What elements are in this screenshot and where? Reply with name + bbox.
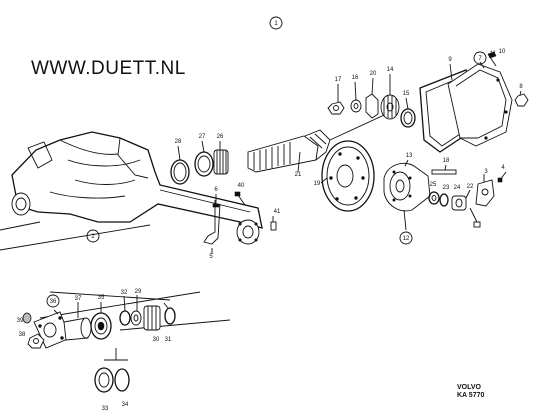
callout-34: 34 [122, 402, 129, 408]
ring-gear-19 [321, 140, 375, 212]
callout-19: 19 [314, 181, 321, 187]
callout-8: 8 [519, 84, 523, 90]
bearing-30 [143, 305, 161, 331]
bearing-26 [213, 149, 229, 175]
callout-38: 38 [19, 332, 26, 338]
callout-25: 25 [430, 182, 437, 188]
callout-14: 14 [387, 67, 394, 73]
bearing-27 [194, 151, 214, 177]
ring-15 [400, 108, 416, 128]
callout-1: 1 [269, 16, 283, 30]
callout-11: 11 [490, 51, 497, 57]
leader-lines [53, 61, 522, 318]
cap-3 [475, 179, 495, 207]
callout-labels: 3 4 5 6 8 9 10 11 13 14 15 16 17 18 19 2… [17, 49, 524, 412]
bearing-33-34 [94, 348, 130, 393]
bearing-25 [428, 191, 440, 205]
nut-38 [27, 333, 45, 349]
bolt-41 [270, 216, 277, 231]
callout-16: 16 [352, 75, 359, 81]
cover-7 [447, 63, 513, 147]
logo-brand: VOLVO [457, 384, 481, 391]
callout-41: 41 [274, 209, 281, 215]
shaft-37 [63, 317, 92, 341]
watermark-text: WWW.DUETT.NL [31, 58, 186, 79]
gear-14 [380, 94, 400, 120]
nut-17 [327, 101, 345, 115]
callout-36: 36 [46, 294, 60, 308]
callout-10: 10 [499, 49, 506, 55]
callout-5: 5 [209, 254, 213, 260]
race-24 [451, 195, 467, 211]
differential-case-13 [383, 162, 431, 212]
callout-31: 31 [165, 337, 172, 343]
callout-27: 27 [199, 134, 206, 140]
drive-flange-assembly [39, 291, 231, 331]
seal-35 [90, 312, 112, 340]
logo-code: KA 5770 [457, 392, 485, 399]
bolt-11-10 [487, 51, 497, 67]
callout-29: 29 [135, 289, 142, 295]
callout-13: 13 [406, 153, 413, 159]
callout-20: 20 [370, 71, 377, 77]
svg-text:7: 7 [478, 56, 482, 62]
callout-12: 12 [399, 231, 413, 245]
shim-23 [439, 193, 449, 207]
callout-2: 2 [86, 229, 100, 243]
callout-4: 4 [501, 165, 505, 171]
bolt-40 [234, 191, 246, 206]
callout-18: 18 [443, 158, 450, 164]
plug-8 [514, 93, 529, 107]
callout-26: 26 [217, 134, 224, 140]
washer-32 [119, 310, 131, 326]
flange-20 [365, 93, 379, 119]
bolt-22 [469, 207, 481, 228]
callout-24: 24 [454, 185, 461, 191]
svg-text:36: 36 [50, 299, 57, 305]
seal-28 [170, 159, 190, 185]
callout-17: 17 [335, 77, 342, 83]
callout-6: 6 [214, 187, 218, 193]
axle-housing [0, 131, 263, 251]
shim-31 [164, 307, 176, 325]
callout-23: 23 [443, 185, 450, 191]
bolt-6 [212, 194, 220, 208]
callout-7: 7 [473, 51, 487, 65]
bolt-4 [497, 171, 507, 183]
washer-39 [22, 312, 32, 324]
callout-15: 15 [403, 91, 410, 97]
callout-3: 3 [484, 169, 488, 175]
callout-30: 30 [153, 337, 160, 343]
svg-text:12: 12 [403, 236, 410, 242]
svg-text:1: 1 [274, 21, 278, 27]
washer-16 [350, 99, 362, 113]
callout-37: 37 [75, 296, 82, 302]
pin-18 [431, 169, 457, 175]
callout-32: 32 [121, 290, 128, 296]
callout-33: 33 [102, 406, 109, 412]
callout-22: 22 [467, 184, 474, 190]
svg-text:2: 2 [91, 234, 95, 240]
spacer-29 [130, 310, 142, 326]
pinion-shaft-21 [247, 109, 396, 173]
callout-9: 9 [448, 57, 452, 63]
callout-39: 39 [17, 318, 24, 324]
callout-21: 21 [295, 172, 302, 178]
volvo-logo: VOLVO KA 5770 [457, 384, 484, 400]
callout-40: 40 [238, 183, 245, 189]
callout-35: 35 [98, 295, 105, 301]
callout-28: 28 [175, 139, 182, 145]
